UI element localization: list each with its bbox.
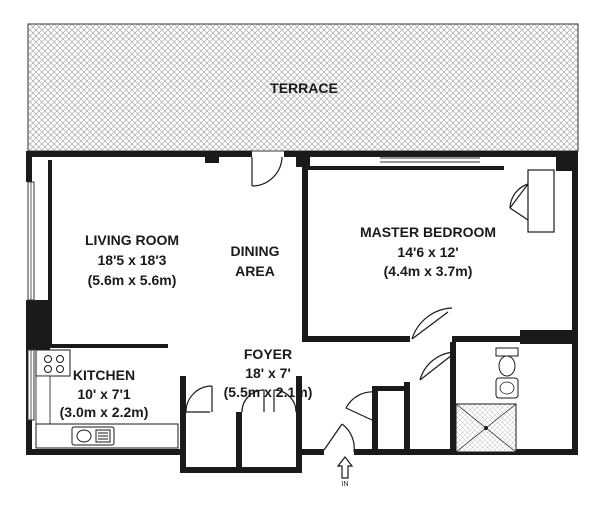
bedroom-door xyxy=(411,307,453,340)
bedroom-closet xyxy=(509,169,555,233)
living-room-dims-metric: (5.6m x 5.6m) xyxy=(88,272,177,288)
living-room-window xyxy=(27,181,35,301)
master-bedroom-dims-metric: (4.4m x 3.7m) xyxy=(384,263,473,279)
terrace-area xyxy=(27,23,579,152)
entrance-label: IN xyxy=(342,481,349,488)
bedroom-window xyxy=(380,157,480,163)
kitchen-dims-imperial: 10' x 7'1 xyxy=(77,386,131,402)
dining-area-line2: AREA xyxy=(235,263,275,279)
kitchen-name: KITCHEN xyxy=(73,367,135,383)
foyer-dims-metric: (5.5m x 2.1m) xyxy=(224,384,313,400)
living-room-dims-imperial: 18'5 x 18'3 xyxy=(98,252,167,268)
kitchen-window xyxy=(27,349,35,421)
living-room-name: LIVING ROOM xyxy=(85,232,179,248)
terrace-door xyxy=(251,156,283,187)
living-room-inner-wall xyxy=(48,157,219,348)
master-bedroom-dims-imperial: 14'6 x 12' xyxy=(397,244,458,260)
master-bedroom-name: MASTER BEDROOM xyxy=(360,224,496,240)
kitchen-dims-metric: (3.0m x 2.2m) xyxy=(60,404,149,420)
foyer-closets xyxy=(180,376,302,470)
entry-door xyxy=(323,423,355,453)
bathroom xyxy=(419,342,519,455)
terrace-label: TERRACE xyxy=(270,80,338,96)
kitchen-sink xyxy=(71,426,115,446)
master-bedroom-walls xyxy=(296,157,572,342)
entry-closet-door xyxy=(345,391,377,421)
foyer-name: FOYER xyxy=(244,346,292,362)
foyer-dims-imperial: 18' x 7' xyxy=(245,365,291,381)
entrance-arrow-icon xyxy=(336,456,354,479)
dining-area-line1: DINING xyxy=(231,243,280,259)
entry-closet xyxy=(372,382,410,452)
